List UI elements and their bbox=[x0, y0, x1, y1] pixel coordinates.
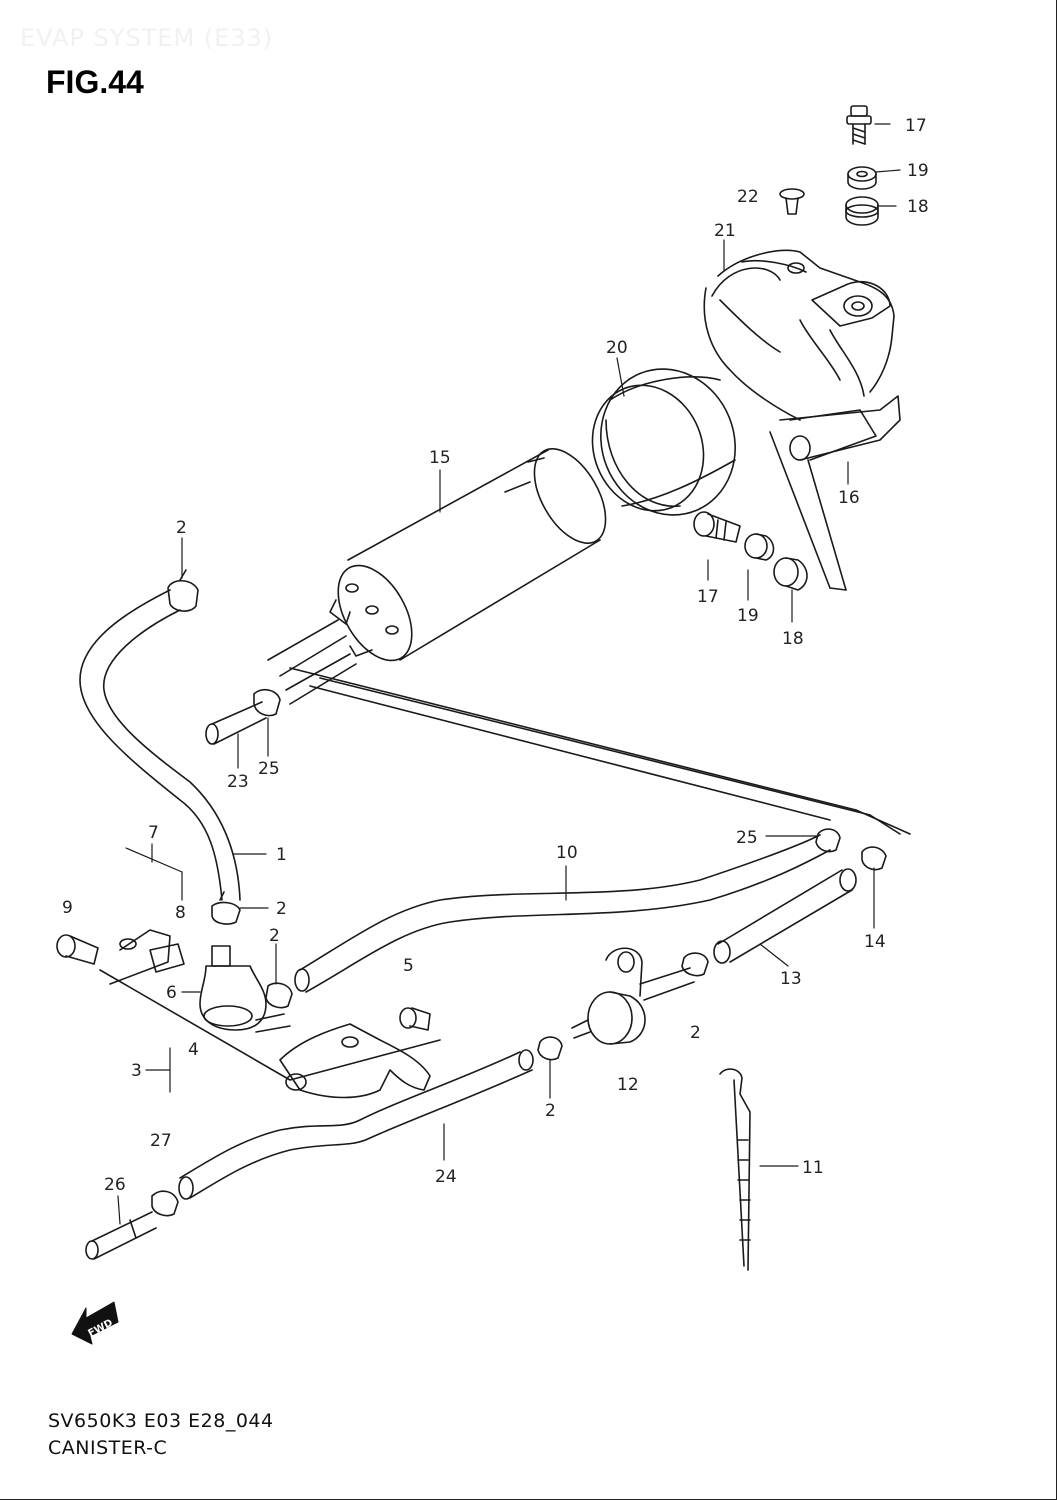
drawing-code: SV650K3 E03 E28_044 bbox=[48, 1410, 274, 1432]
grommet-18-lower bbox=[773, 557, 808, 591]
hose-24 bbox=[178, 1049, 534, 1200]
callout-2: 2 bbox=[176, 518, 187, 538]
clamp-25-right bbox=[815, 828, 841, 853]
callout-16: 16 bbox=[838, 488, 860, 508]
callout-2: 2 bbox=[269, 926, 280, 946]
canister-15 bbox=[329, 448, 607, 662]
grommet-18-top bbox=[845, 196, 879, 226]
tie-11 bbox=[719, 1068, 751, 1271]
clamp-2-mid bbox=[211, 891, 241, 925]
callout-19: 19 bbox=[737, 606, 759, 626]
canister-fittings bbox=[267, 619, 357, 705]
callout-13: 13 bbox=[780, 969, 802, 989]
cushion-20 bbox=[591, 368, 736, 516]
washer-19-lower bbox=[744, 533, 775, 561]
callout-6: 6 bbox=[166, 983, 177, 1003]
bolt-9 bbox=[56, 934, 99, 965]
figure-title: FIG.44 bbox=[46, 64, 144, 100]
callout-20: 20 bbox=[606, 338, 628, 358]
callout-3: 3 bbox=[131, 1061, 142, 1081]
callout-7: 7 bbox=[148, 823, 159, 843]
bolt-17-lower bbox=[693, 511, 741, 543]
callout-2: 2 bbox=[545, 1101, 556, 1121]
callout-25: 25 bbox=[736, 828, 758, 848]
callout-10: 10 bbox=[556, 843, 578, 863]
clamp-2-right bbox=[681, 952, 709, 977]
washer-19-top bbox=[847, 166, 877, 190]
callout-15: 15 bbox=[429, 448, 451, 468]
callout-23: 23 bbox=[227, 772, 249, 792]
clamp-27 bbox=[151, 1190, 179, 1217]
callout-11: 11 bbox=[802, 1158, 824, 1178]
pipe-23 bbox=[205, 701, 267, 745]
callout-17: 17 bbox=[697, 587, 719, 607]
screw-22 bbox=[779, 188, 805, 215]
bracket-21 bbox=[703, 249, 901, 461]
clamp-25-left bbox=[253, 688, 281, 717]
spacer-8 bbox=[149, 943, 185, 973]
bolt-17-top bbox=[846, 105, 872, 145]
callout-25: 25 bbox=[258, 759, 280, 779]
joint-26 bbox=[85, 1211, 157, 1260]
vent-hoses bbox=[289, 667, 911, 835]
clamp-2-lower-left bbox=[265, 982, 293, 1009]
bracket-assembly-3 bbox=[99, 929, 441, 1099]
callout-2: 2 bbox=[276, 899, 287, 919]
bolt-small-center bbox=[399, 1007, 431, 1031]
callout-22: 22 bbox=[737, 187, 759, 207]
valve-6 bbox=[199, 945, 291, 1033]
callout-5: 5 bbox=[403, 956, 414, 976]
callout-4: 4 bbox=[188, 1040, 199, 1060]
callout-2: 2 bbox=[690, 1023, 701, 1043]
callout-18: 18 bbox=[907, 197, 929, 217]
clamp-2-center bbox=[537, 1036, 563, 1061]
callout-17: 17 bbox=[905, 116, 927, 136]
callout-19: 19 bbox=[907, 161, 929, 181]
clamp-14 bbox=[861, 846, 887, 871]
drawing-name: CANISTER-C bbox=[48, 1437, 168, 1459]
clamp-2-top bbox=[167, 569, 199, 612]
hose-10 bbox=[294, 834, 831, 993]
callout-24: 24 bbox=[435, 1167, 457, 1187]
section-title: EVAP SYSTEM (E33) bbox=[20, 24, 274, 52]
hose-13 bbox=[713, 868, 857, 964]
callout-12: 12 bbox=[617, 1075, 639, 1095]
callout-9: 9 bbox=[62, 898, 73, 918]
bracket-16 bbox=[769, 431, 847, 591]
callout-18: 18 bbox=[782, 629, 804, 649]
callout-27: 27 bbox=[150, 1131, 172, 1151]
callout-8: 8 bbox=[175, 903, 186, 923]
leader-lines bbox=[117, 123, 901, 1225]
callout-26: 26 bbox=[104, 1175, 126, 1195]
callout-labels: 17 19 18 22 21 20 15 16 2 17 19 18 23 25… bbox=[62, 116, 929, 1195]
callout-14: 14 bbox=[864, 932, 886, 952]
forward-arrow-icon: FWD bbox=[71, 1301, 119, 1345]
callout-21: 21 bbox=[714, 221, 736, 241]
callout-1: 1 bbox=[276, 845, 287, 865]
hose-1 bbox=[79, 589, 241, 901]
valve-12 bbox=[571, 947, 695, 1045]
